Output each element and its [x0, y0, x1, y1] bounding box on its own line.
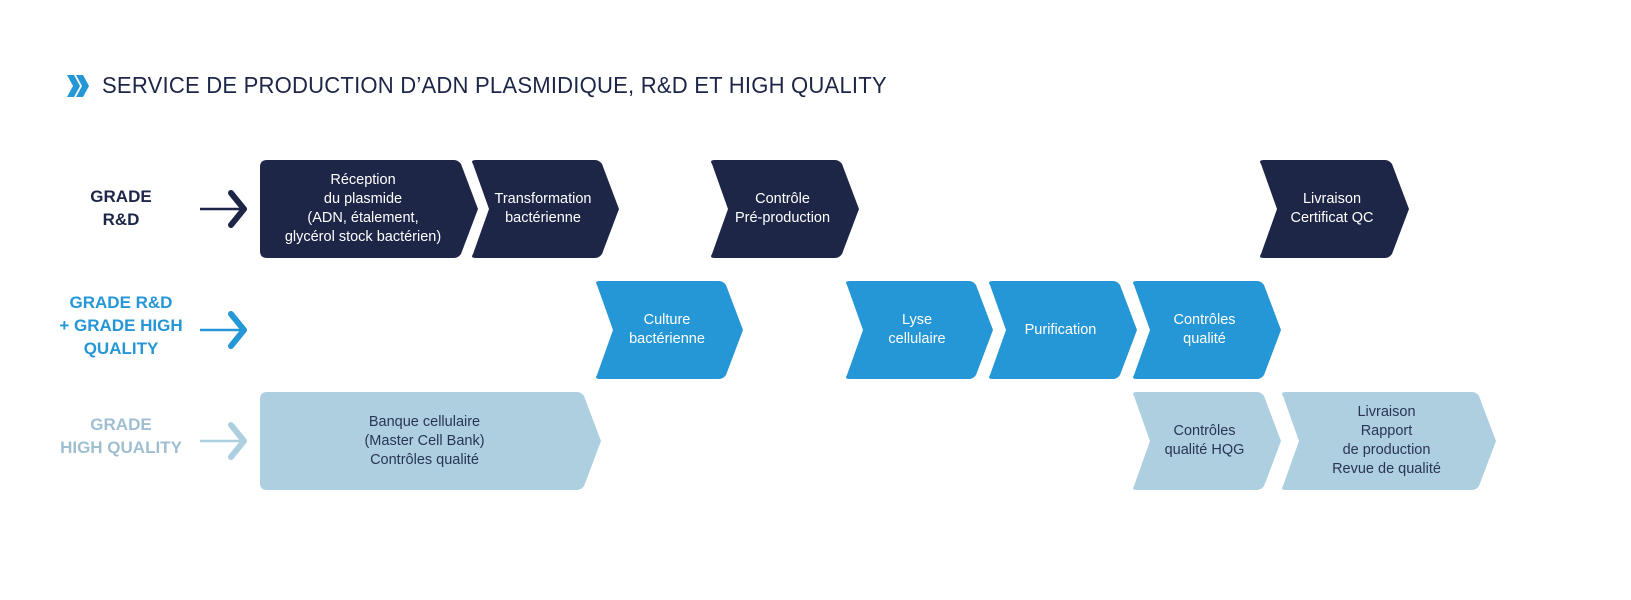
process-step: Contrôles qualité HQG — [1130, 392, 1281, 490]
step-label-line: qualité — [1183, 331, 1226, 347]
step-label-line: Banque cellulaire — [368, 413, 481, 430]
step-label-line: Rapport — [1360, 423, 1413, 439]
step-label: Transformation bactérienne — [479, 160, 607, 258]
chevron-shape — [989, 281, 1137, 379]
process-step: Contrôles qualité — [1130, 281, 1281, 379]
process-step: Transformation bactérienne — [469, 160, 619, 258]
chevron-shape — [596, 281, 743, 379]
chevron-shape — [846, 281, 993, 379]
step-label-line: cellulaire — [888, 331, 946, 347]
process-step: Lyse cellulaire — [843, 281, 993, 379]
process-step: Banque cellulaire (Master Cell Bank) Contr… — [260, 392, 601, 490]
process-step: Réception du plasmide (ADN, étalement, glyc… — [260, 160, 478, 258]
grade-label-line: HIGH QUALITY — [60, 438, 182, 457]
right-arrow-icon — [200, 311, 247, 349]
step-label-line: Contrôles qualité — [370, 451, 479, 468]
step-label-line: Lyse — [901, 312, 933, 328]
step-label-line: Purification — [1024, 321, 1097, 338]
step-label-line: (Master Cell Bank) — [364, 432, 485, 449]
step-label-line: qualité HQG — [1164, 442, 1245, 458]
grade-label-1: GRADE R&D — [46, 185, 196, 231]
page-title: SERVICE DE PRODUCTION D’ADN PLASMIDIQUE,… — [102, 72, 887, 98]
step-label-line: Transformation — [494, 191, 592, 207]
step-label-line: Livraison — [1357, 404, 1416, 420]
step-label: Banque cellulaire (Master Cell Bank) Contr… — [260, 392, 589, 490]
chevron-shape — [711, 160, 859, 258]
process-step: Purification — [986, 281, 1137, 379]
step-label-line: du plasmide — [323, 191, 403, 207]
chevron-shape — [260, 392, 601, 490]
grade-label-line: GRADE — [90, 415, 152, 434]
step-label-line: Réception — [330, 172, 396, 188]
step-label: Lyse cellulaire — [853, 281, 981, 379]
step-label-line: bactérienne — [629, 331, 705, 347]
step-label-line: Livraison — [1302, 191, 1362, 207]
title-row: SERVICE DE PRODUCTION D’ADN PLASMIDIQUE,… — [66, 72, 920, 99]
double-chevron-icon — [67, 74, 89, 97]
step-label: Contrôles qualité — [1140, 281, 1269, 379]
step-label: Purification — [996, 281, 1125, 379]
step-label-line: Contrôle — [755, 191, 810, 207]
grade-label-3: GRADE HIGH QUALITY — [46, 413, 196, 459]
step-label-line: Contrôles — [1173, 312, 1236, 328]
grade-label-line: GRADE — [90, 187, 152, 206]
chevron-shape — [1133, 392, 1281, 490]
chevron-shape — [260, 160, 478, 258]
step-label-line: Revue de qualité — [1332, 461, 1441, 477]
step-label: Culture bactérienne — [603, 281, 731, 379]
step-label: Réception du plasmide (ADN, étalement, glyc… — [260, 160, 466, 258]
step-label-line: Certificat QC — [1290, 210, 1374, 226]
chevron-shape — [472, 160, 619, 258]
step-label-line: de production — [1342, 442, 1431, 458]
grade-label-line: QUALITY — [83, 339, 159, 358]
grade-label-line: R&D — [102, 210, 140, 229]
step-label-line: (ADN, étalement, — [307, 210, 419, 226]
chevron-shape — [1260, 160, 1409, 258]
chevron-shape — [1282, 392, 1496, 490]
right-arrow-icon — [200, 422, 247, 460]
process-step: Culture bactérienne — [593, 281, 743, 379]
grade-label-line: + GRADE HIGH — [59, 316, 183, 335]
step-label-line: glycérol stock bactérien) — [284, 229, 442, 245]
right-arrow-icon — [200, 190, 247, 228]
chevron-shape — [1133, 281, 1281, 379]
step-label-line: Culture — [643, 312, 691, 328]
step-label: Contrôles qualité HQG — [1140, 392, 1269, 490]
grade-label-line: GRADE R&D — [69, 293, 173, 312]
step-label-line: Contrôles — [1173, 423, 1236, 439]
step-label-line: Pré-production — [734, 210, 831, 226]
grade-label-2: GRADE R&D + GRADE HIGH QUALITY — [46, 291, 196, 360]
step-label-line: bactérienne — [505, 210, 581, 226]
